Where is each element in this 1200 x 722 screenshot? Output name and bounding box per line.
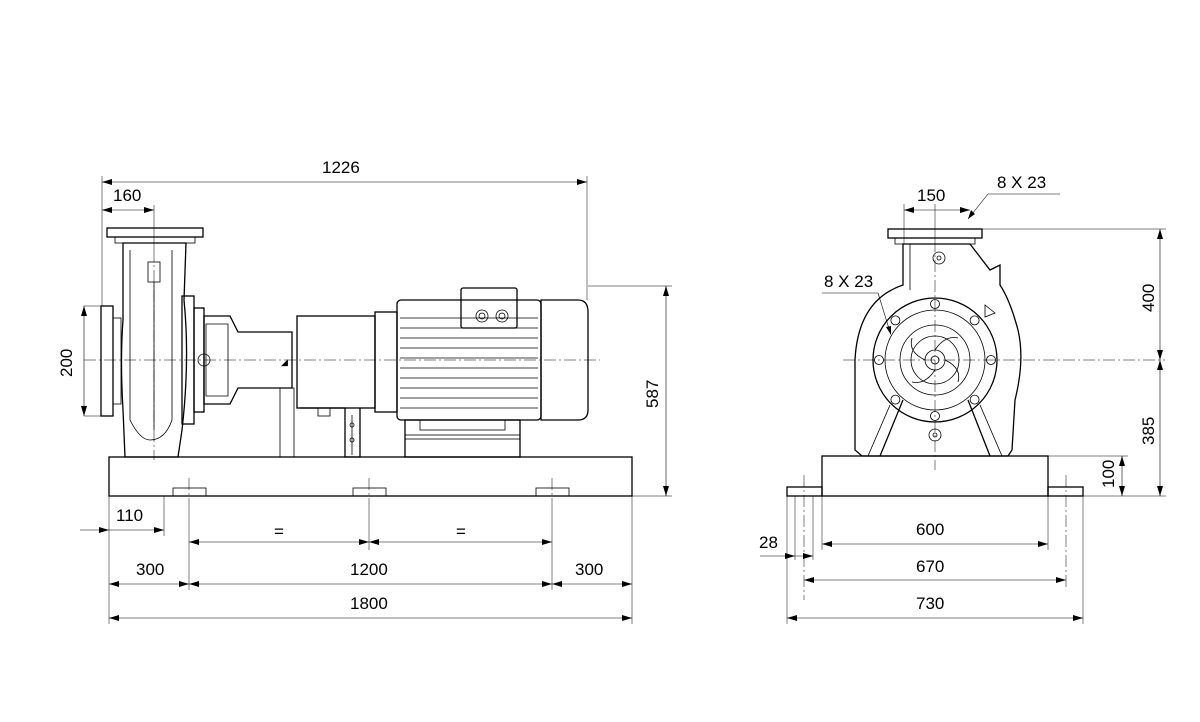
front-view-dimension-labels: 150 8 X 23 8 X 23 400 385 100 28 600 670…	[759, 173, 1158, 613]
dim-base-end-offset: 110	[116, 506, 143, 525]
dim-bolt-spacing: 1200	[350, 560, 388, 579]
coupling-guard	[279, 311, 398, 458]
front-view-extensions	[786, 204, 1166, 624]
dim-base-length: 1800	[350, 594, 388, 613]
dim-base-width: 730	[916, 594, 944, 613]
svg-text:◢: ◢	[281, 357, 288, 367]
dim-suction-diameter: 200	[57, 349, 76, 377]
base-frame	[108, 456, 633, 497]
dim-bolt-outer: 670	[916, 557, 944, 576]
impeller-vanes	[910, 337, 960, 383]
side-view-dimension-lines	[80, 179, 669, 621]
dim-equal-left: =	[274, 522, 284, 541]
dim-shaft-height: 385	[1139, 417, 1158, 445]
dim-discharge-offset: 150	[917, 186, 945, 205]
dim-bolt-inner: 600	[916, 520, 944, 539]
side-view-extensions	[84, 176, 672, 624]
front-view: 150 8 X 23 8 X 23 400 385 100 28 600 670…	[759, 173, 1166, 624]
dim-suction-bolts: 8 X 23	[824, 272, 873, 291]
front-view-dimension-lines	[760, 193, 1163, 621]
motor	[396, 287, 589, 458]
dim-foot-slot: 28	[759, 533, 778, 552]
dim-discharge-height: 400	[1139, 284, 1158, 312]
side-view-dimension-labels: 1226 160 200 587 110 = = 300 1200 300 18…	[57, 158, 662, 613]
motor-fins	[400, 317, 538, 409]
dim-left-bolt-offset: 300	[136, 560, 164, 579]
dim-equal-right: =	[456, 522, 466, 541]
dim-pump-offset: 160	[113, 186, 141, 205]
dim-shaft-height-total: 587	[643, 380, 662, 408]
dim-overall-length: 1226	[322, 158, 360, 177]
dim-discharge-bolts: 8 X 23	[997, 173, 1046, 192]
front-pump-body	[854, 228, 1022, 457]
side-view: ◢	[57, 158, 672, 624]
dim-right-bolt-offset: 300	[575, 560, 603, 579]
dim-base-height: 100	[1099, 460, 1118, 488]
pump-casing: ◢	[100, 227, 293, 458]
front-view-centerlines	[803, 240, 1165, 600]
side-view-centerlines	[84, 250, 600, 505]
